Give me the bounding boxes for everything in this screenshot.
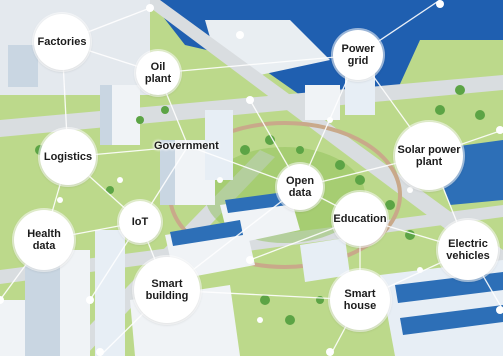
smart-building-label: Smart building (145, 278, 189, 302)
tower-building (60, 250, 90, 356)
education-node: Education (333, 192, 387, 246)
electric-vehicles-label: Electric vehicles (446, 238, 490, 262)
power-station (305, 85, 340, 120)
road (140, 0, 503, 272)
solar-power-plant-node: Solar power plant (395, 122, 463, 190)
iot-node: IoT (119, 201, 161, 243)
factory-building (8, 45, 38, 87)
electric-vehicles-node: Electric vehicles (438, 220, 498, 280)
solar-roofs (395, 272, 503, 303)
iot-label: IoT (131, 216, 149, 228)
health-data-node: Health data (14, 210, 74, 270)
government-tower (205, 110, 233, 180)
solar-roof (170, 220, 243, 246)
logistics-node: Logistics (40, 129, 96, 185)
tower-building (25, 265, 60, 356)
logistics-label: Logistics (43, 151, 93, 163)
power-grid-label: Power grid (341, 43, 375, 67)
oil-plant-label: Oil plant (144, 61, 172, 85)
school-building (300, 238, 350, 282)
oil-plant-node: Oil plant (136, 51, 180, 95)
solar-roof (225, 192, 288, 213)
tower-building (0, 300, 25, 356)
health-data-label: Health data (27, 228, 61, 252)
office-building-shade (100, 85, 112, 145)
smart-house-label: Smart house (343, 288, 377, 312)
factories-node: Factories (34, 14, 90, 70)
open-data-node: Open data (277, 164, 323, 210)
power-grid-node: Power grid (333, 30, 383, 80)
open-data-label: Open data (285, 175, 315, 199)
education-label: Education (333, 213, 387, 225)
smart-house-node: Smart house (330, 270, 390, 330)
factories-label: Factories (37, 36, 87, 48)
tower-building (95, 230, 125, 356)
smart-building-node: Smart building (134, 257, 200, 323)
government-label: Government (154, 140, 219, 152)
government-building-shade (160, 140, 175, 205)
solar-power-plant-label: Solar power plant (397, 144, 461, 168)
solar-roofs (400, 305, 503, 335)
